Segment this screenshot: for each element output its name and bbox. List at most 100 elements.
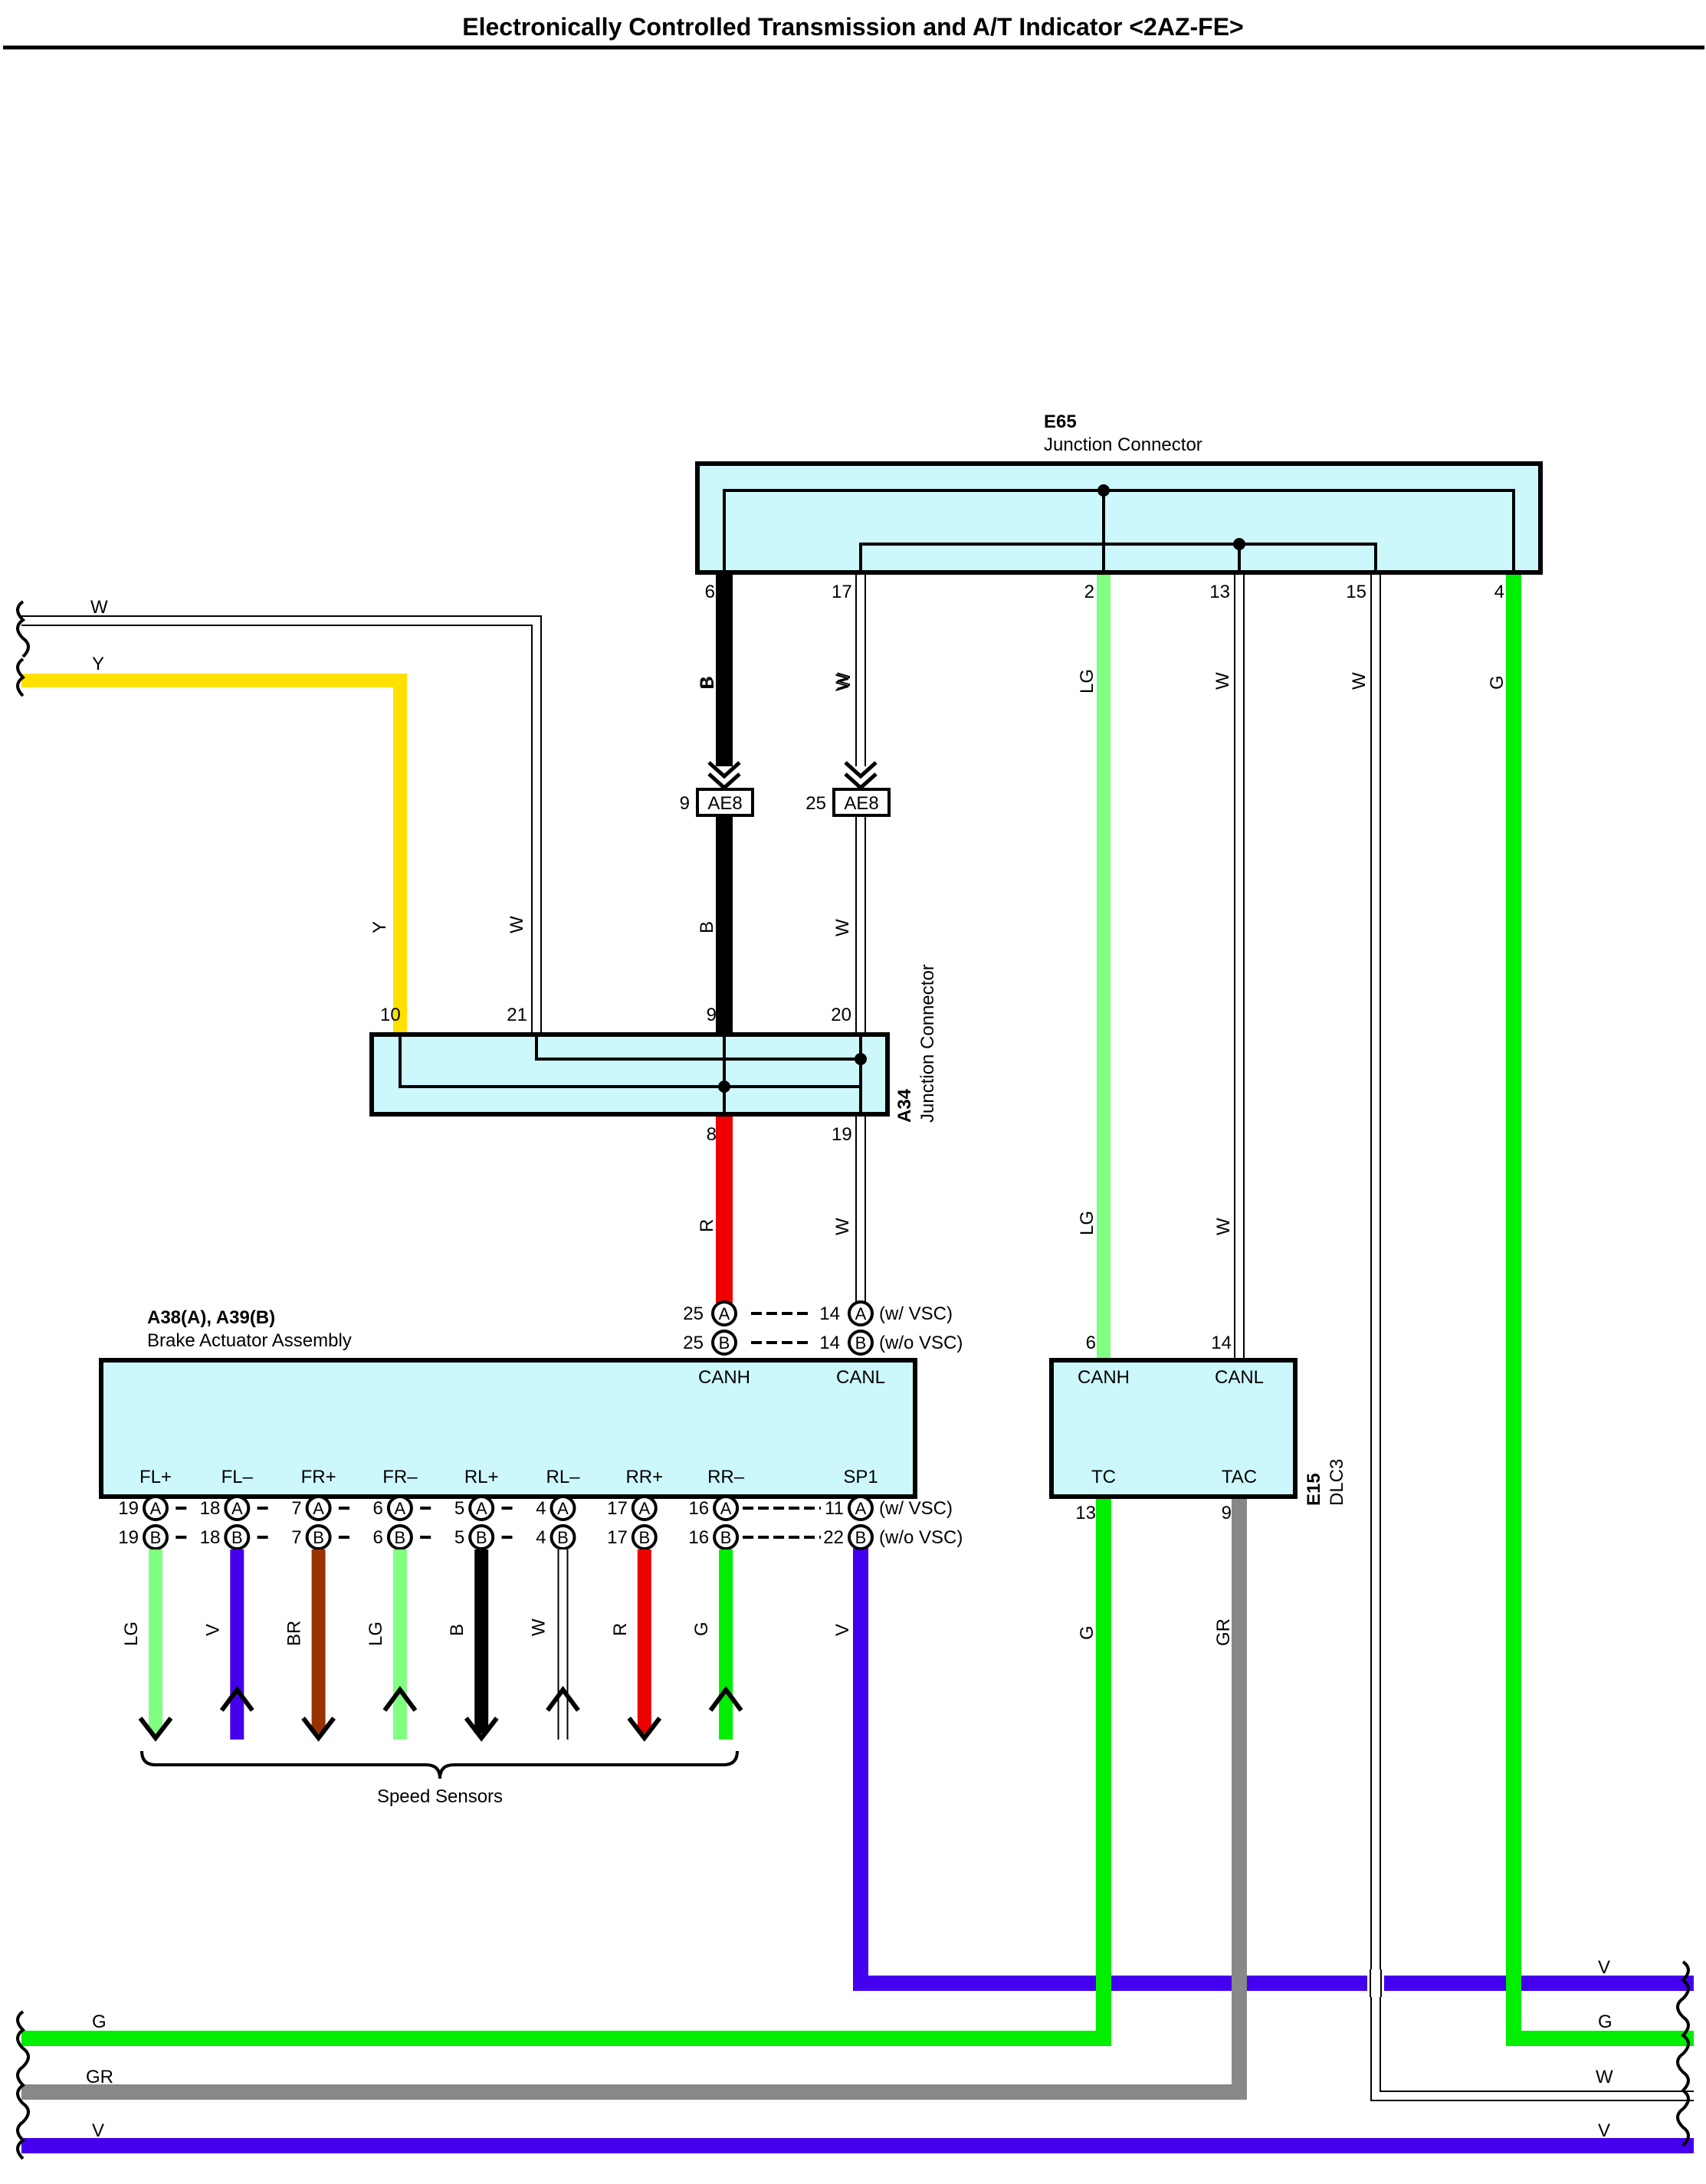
pin-3-a-number: 6	[373, 1498, 383, 1519]
can-b-note: (w/o VSC)	[879, 1333, 963, 1353]
wire-gr-dlc3-tac	[21, 1498, 1247, 2100]
e65-box	[695, 461, 1543, 575]
e65-wire-label-5: G	[1487, 675, 1508, 690]
can-b-canh-connector-ring	[711, 1330, 737, 1356]
pin-name-2: FR+	[301, 1467, 336, 1487]
pin-2-a-number: 7	[291, 1498, 301, 1519]
brake-actuator-code: A38(A), A39(B)	[147, 1307, 275, 1328]
dlc3-canh: CANH	[1078, 1367, 1130, 1388]
wire-y-left	[21, 674, 407, 1042]
sensor-arrow-7-icon	[708, 1685, 743, 1712]
sensor-wire-label-2: BR	[284, 1621, 305, 1646]
pin-3-a-connector-letter: A	[395, 1499, 406, 1518]
ae8-right-tag	[832, 788, 891, 817]
a34-pin-8: 8	[707, 1124, 717, 1145]
brake-actuator-canl: CANL	[836, 1367, 885, 1388]
dlc3-code: E15	[1304, 1473, 1324, 1506]
pin-0-b-connector-letter: B	[150, 1528, 162, 1547]
pin-1-b-connector-ring	[224, 1524, 251, 1550]
pin-2-b-connector-ring	[305, 1524, 332, 1550]
ae8-left-label: AE8	[707, 793, 742, 814]
e65-pin-2: 2	[1084, 582, 1094, 602]
pin-6-a-connector-ring	[631, 1495, 658, 1521]
label-y-left: Y	[92, 654, 104, 674]
a34-bus-y	[399, 1035, 861, 1088]
can-b-canl-pin: 14	[819, 1333, 840, 1353]
sensor-arrow-1-icon	[219, 1685, 254, 1712]
dlc3-pin-9: 9	[1222, 1503, 1232, 1523]
a34-pin-21: 21	[507, 1005, 527, 1025]
sensor-wire-label-3: LG	[366, 1622, 386, 1646]
pin-6-b-connector-letter: B	[638, 1528, 650, 1547]
wire-v-sp1	[853, 1548, 1694, 1991]
can-a-canl-connector-letter: A	[855, 1304, 867, 1323]
sp1-wire-label: V	[832, 1624, 853, 1636]
pin-name-7: RR–	[707, 1467, 745, 1487]
pin-1-a-number: 18	[200, 1498, 221, 1519]
sensor-arrow-3-icon	[382, 1685, 418, 1712]
e65-wire-label-2: LG	[1077, 669, 1097, 694]
e65-bus-outer	[723, 489, 1515, 572]
label-w-vertical: W	[507, 916, 527, 933]
pin-7-a-connector-ring	[713, 1495, 740, 1521]
can-a-canl-pin: 14	[819, 1304, 840, 1324]
sp1-a-note: (w/ VSC)	[879, 1498, 953, 1519]
brake-actuator-assembly: A38(A), A39(B) Brake Actuator Assembly C…	[99, 1300, 963, 1807]
a34-pin-20: 20	[831, 1005, 851, 1025]
a34-bus-w	[535, 1035, 861, 1061]
break-mark-top-left-icon	[16, 600, 30, 697]
e65-pin-15: 15	[1346, 582, 1366, 602]
brake-actuator-box	[99, 1358, 917, 1499]
sp1-b-note: (w/o VSC)	[879, 1527, 963, 1548]
pin-7-a-connector-letter: A	[720, 1499, 732, 1518]
pin-name-1: FL–	[221, 1467, 254, 1487]
bottom-wire-labels: V G W V G GR V	[16, 1957, 1690, 2160]
sensor-wire-label-0: LG	[121, 1622, 142, 1646]
e65-wire-label-0: B	[697, 677, 718, 690]
e65-pin-17: 17	[832, 582, 852, 602]
wire-w-left-fill	[21, 617, 540, 1042]
pin-7-b-number: 16	[688, 1527, 709, 1548]
label-b-upper: B	[697, 676, 717, 688]
sp1-a-connector-letter: A	[855, 1499, 867, 1518]
dlc3-box	[1049, 1358, 1298, 1499]
dlc3-pin-6: 6	[1086, 1333, 1096, 1353]
pin-6-a-connector-letter: A	[638, 1499, 650, 1518]
a34-pin-19: 19	[832, 1124, 852, 1145]
label-bottom-right-g: G	[1598, 2012, 1612, 2032]
pin-6-b-number: 17	[607, 1527, 628, 1548]
pin-7-b-connector-letter: B	[720, 1528, 732, 1547]
e65-pin-13: 13	[1209, 582, 1230, 602]
page-title: Electronically Controlled Transmission a…	[462, 13, 1243, 41]
ae8-left-pin: 9	[680, 793, 690, 814]
ae8-right: AE8 25	[805, 761, 891, 817]
label-w-left: W	[90, 597, 108, 618]
pin-5-b-connector-letter: B	[557, 1528, 569, 1547]
label-r: R	[697, 1219, 717, 1232]
pin-4-a-connector-ring	[468, 1495, 495, 1521]
a34-junction-connector: 10 21 9 20 8 19 A34 Junction Connector	[369, 964, 938, 1145]
label-bottom-right-v: V	[1598, 1957, 1610, 1978]
e65-wire-label-1: W	[834, 672, 855, 690]
pin-5-b-connector-ring	[550, 1524, 576, 1550]
pin-5-a-connector-letter: A	[557, 1499, 569, 1518]
pin-4-b-connector-letter: B	[476, 1528, 487, 1547]
pin-7-b-connector-ring	[713, 1524, 740, 1550]
sensor-arrow-4-icon	[464, 1717, 499, 1742]
a34-code: A34	[894, 1088, 915, 1123]
pin-5-b-number: 4	[536, 1527, 546, 1548]
pin-name-sp1: SP1	[843, 1467, 878, 1487]
sensor-arrow-6-icon	[627, 1717, 662, 1742]
pin-2-b-connector-letter: B	[313, 1528, 324, 1547]
brake-actuator-name: Brake Actuator Assembly	[147, 1330, 352, 1351]
pin-2-a-connector-ring	[305, 1495, 332, 1521]
can-a-canl-connector-ring	[848, 1300, 874, 1326]
pin-name-0: FL+	[139, 1467, 172, 1487]
break-mark-bottom-right-icon	[1676, 1960, 1690, 2147]
ae8-connectors: AE8 9 AE8 25	[680, 761, 891, 817]
a34-pin-9: 9	[707, 1005, 717, 1025]
ae8-left: AE8 9	[680, 761, 754, 817]
dlc3-canl: CANL	[1215, 1367, 1264, 1388]
